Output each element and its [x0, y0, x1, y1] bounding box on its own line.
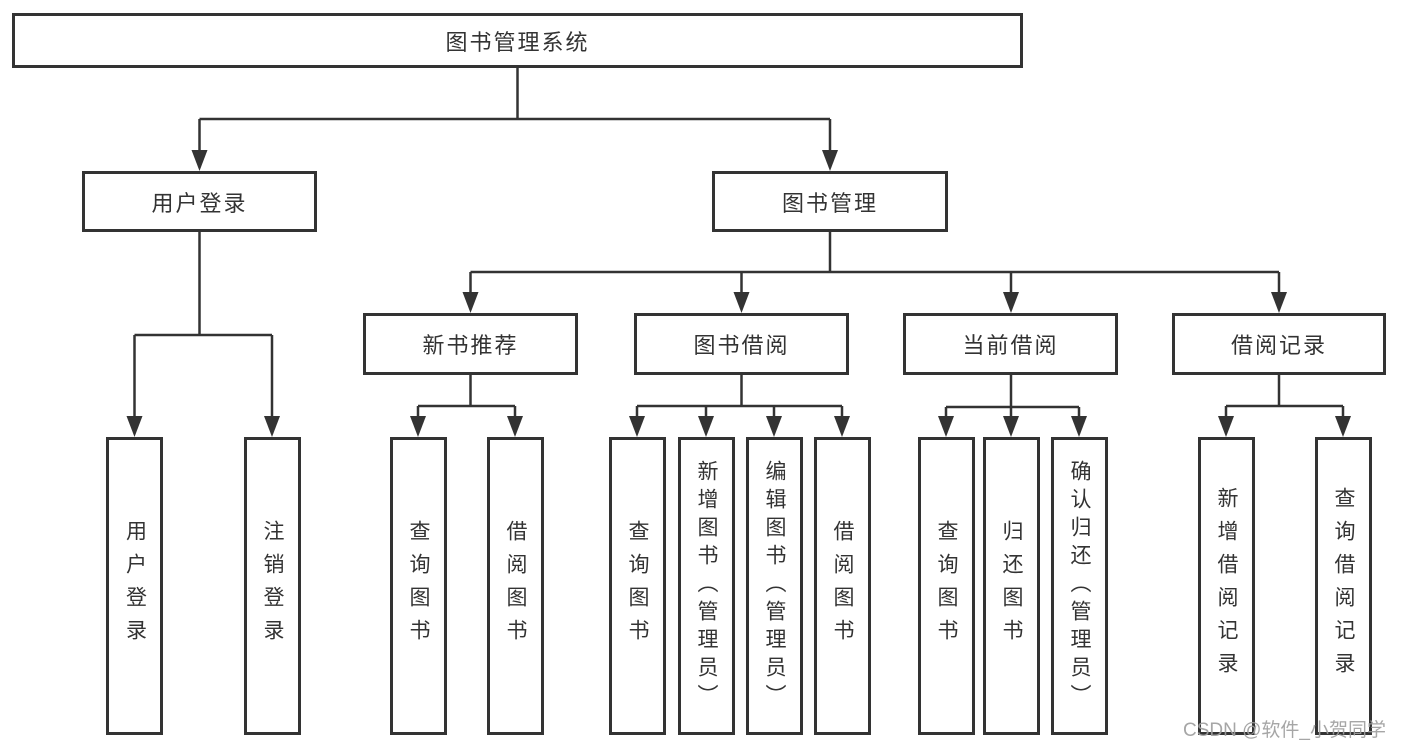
node-label: 查询图书: [626, 520, 649, 652]
arrowhead-icons: [126, 150, 1351, 437]
node-label: 新书推荐: [422, 333, 519, 358]
node-label: 注销登录: [261, 520, 284, 652]
node-book-management: 图书管理: [712, 171, 948, 232]
node-label: 查询图书: [407, 520, 430, 652]
node-label: 编辑图书（管理员）: [763, 460, 786, 712]
leaf-confirm-return-admin: 确认归还（管理员）: [1050, 437, 1108, 735]
leaf-query-borrow-record: 查询借阅记录: [1314, 437, 1372, 735]
node-label: 用户登录: [123, 520, 147, 652]
node-label: 查询图书: [935, 520, 958, 652]
leaf-add-book-admin: 新增图书（管理员）: [677, 437, 735, 735]
node-label: 新增借阅记录: [1215, 487, 1238, 685]
node-label: 图书管理: [781, 190, 878, 216]
node-label: 用户登录: [151, 190, 248, 216]
leaf-add-borrow-record: 新增借阅记录: [1197, 437, 1255, 735]
node-label: 图书管理系统: [445, 29, 590, 55]
leaf-query-book-current: 查询图书: [917, 437, 975, 735]
leaf-user-login: 用户登录: [106, 437, 163, 735]
node-label: 借阅图书: [504, 520, 527, 652]
node-user-login: 用户登录: [82, 171, 317, 232]
leaf-logout: 注销登录: [243, 437, 301, 735]
node-label: 新增图书（管理员）: [695, 460, 718, 712]
node-label: 归还图书: [1000, 520, 1023, 652]
leaf-return-book: 归还图书: [982, 437, 1040, 735]
node-borrow-record: 借阅记录: [1172, 313, 1386, 375]
leaf-borrow-book-recommend: 借阅图书: [486, 437, 544, 735]
node-label: 图书借阅: [693, 333, 790, 358]
csdn-watermark: CSDN @软件_小贺同学: [1183, 720, 1386, 741]
node-label: 确认归还（管理员）: [1068, 460, 1091, 712]
node-label: 当前借阅: [962, 333, 1059, 358]
leaf-edit-book-admin: 编辑图书（管理员）: [745, 437, 803, 735]
node-label: 查询借阅记录: [1332, 487, 1355, 685]
leaf-query-book-recommend: 查询图书: [389, 437, 447, 735]
node-current-borrow: 当前借阅: [903, 313, 1118, 375]
node-label: 借阅图书: [831, 520, 854, 652]
node-book-borrow: 图书借阅: [634, 313, 849, 375]
leaf-borrow-book-borrow: 借阅图书: [813, 437, 871, 735]
node-new-book-recommend: 新书推荐: [363, 313, 578, 375]
node-label: 借阅记录: [1230, 333, 1327, 358]
node-root-system: 图书管理系统: [12, 13, 1023, 68]
leaf-query-book-borrow: 查询图书: [608, 437, 666, 735]
